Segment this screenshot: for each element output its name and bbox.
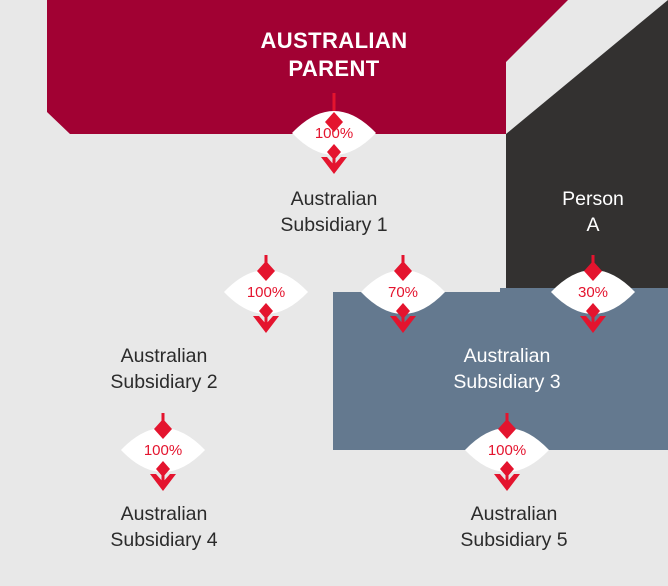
australian-subsidiary-5-label-line2: Subsidiary 5 xyxy=(460,529,567,551)
connector-arrowhead xyxy=(390,316,416,333)
connector-arrowhead xyxy=(150,474,176,491)
percent-badge-shape xyxy=(224,270,308,314)
australian-parent-block xyxy=(47,0,568,134)
connector-subsidiary-1-to-subsidiary-2: 100% xyxy=(224,255,308,333)
australian-subsidiary-1-label-line1: Australian xyxy=(291,188,378,210)
australian-subsidiary-2-label-line1: Australian xyxy=(121,345,208,367)
connector-diamond-top xyxy=(584,261,602,281)
connector-subsidiary-2-to-subsidiary-4: 100% xyxy=(121,413,205,491)
percent-label: 70% xyxy=(388,284,418,301)
australian-subsidiary-3-label-line2: Subsidiary 3 xyxy=(453,371,560,393)
percent-label: 100% xyxy=(144,442,182,459)
percent-label: 100% xyxy=(247,284,285,301)
percent-label: 100% xyxy=(488,442,526,459)
connector-arrowhead xyxy=(580,316,606,333)
connector-diamond-top xyxy=(325,112,343,132)
australian-parent-label-line1: AUSTRALIAN xyxy=(261,28,408,53)
percent-label: 30% xyxy=(578,284,608,301)
connector-arrowhead xyxy=(494,474,520,491)
australian-subsidiary-1-label-line2: Subsidiary 1 xyxy=(280,214,387,236)
connector-parent-to-subsidiary-1: 100% xyxy=(292,93,376,174)
person-a-label-line2: A xyxy=(586,214,599,236)
australian-subsidiary-2-label-line2: Subsidiary 2 xyxy=(110,371,217,393)
percent-label: 100% xyxy=(315,125,353,142)
percent-badge-shape xyxy=(551,270,635,314)
australian-subsidiary-4-label-line1: Australian xyxy=(121,503,208,525)
person-a-block xyxy=(506,0,668,288)
connector-subsidiary-1-to-subsidiary-3: 70% xyxy=(361,255,445,333)
connector-diamond-top xyxy=(257,261,275,281)
connector-diamond-top xyxy=(498,419,516,439)
connector-diamond-top xyxy=(154,419,172,439)
australian-subsidiary-3-label-line1: Australian xyxy=(464,345,551,367)
connector-arrowhead xyxy=(253,316,279,333)
connector-person-a-to-subsidiary-3: 30% xyxy=(551,255,635,333)
percent-badge-shape xyxy=(121,428,205,472)
australian-parent-label-line2: PARENT xyxy=(288,56,379,81)
connector-diamond-top xyxy=(394,261,412,281)
percent-badge-shape xyxy=(292,111,376,155)
connector-subsidiary-3-to-subsidiary-5: 100% xyxy=(465,413,549,491)
connector-arrowhead xyxy=(321,157,347,174)
person-a-label-line1: Person xyxy=(562,188,624,210)
percent-badge-shape xyxy=(361,270,445,314)
australian-subsidiary-4-label-line2: Subsidiary 4 xyxy=(110,529,217,551)
australian-subsidiary-3-block-notch xyxy=(333,288,668,450)
percent-badge-shape xyxy=(465,428,549,472)
australian-subsidiary-5-label-line1: Australian xyxy=(471,503,558,525)
